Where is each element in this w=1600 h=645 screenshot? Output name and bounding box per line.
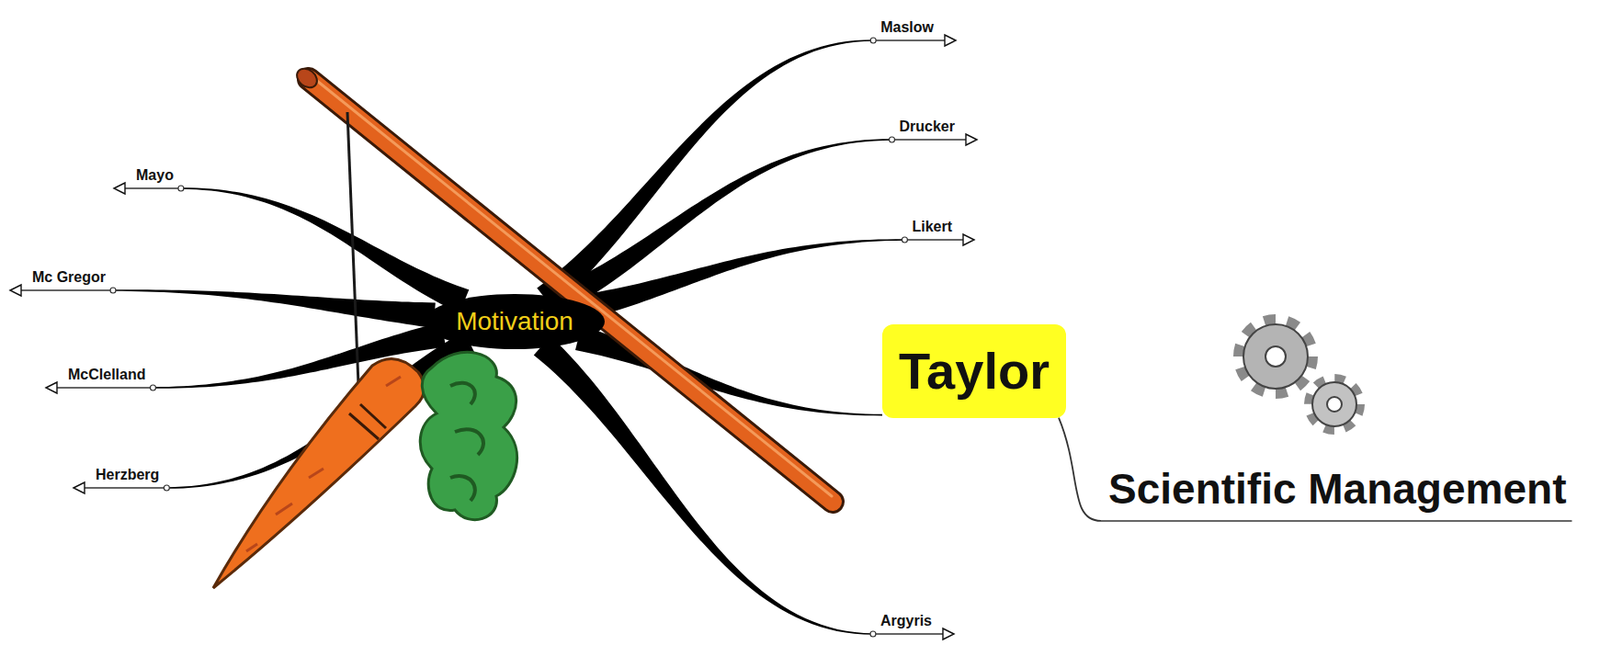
topic-label: McClelland bbox=[68, 365, 146, 384]
stick-illustration bbox=[293, 64, 833, 502]
branch-connector bbox=[1058, 418, 1572, 522]
underline bbox=[21, 289, 114, 292]
leaf-cluster bbox=[419, 351, 517, 520]
underline bbox=[1100, 520, 1572, 522]
junction-dot bbox=[901, 237, 908, 243]
branch-topic: McClelland bbox=[45, 365, 153, 388]
branch-connector bbox=[553, 134, 977, 312]
tapered-branch bbox=[580, 238, 906, 320]
gear-icon bbox=[1238, 319, 1361, 431]
branch-connector bbox=[10, 284, 436, 329]
arrow-head bbox=[942, 628, 954, 640]
carrot-illustration bbox=[213, 358, 425, 589]
branch-connector bbox=[73, 331, 476, 494]
gear-teeth bbox=[1308, 378, 1361, 431]
underline bbox=[904, 238, 964, 241]
junction-dot bbox=[889, 136, 896, 143]
gear-hole bbox=[1265, 346, 1286, 367]
carrot-stripes bbox=[246, 376, 401, 552]
underline bbox=[124, 187, 182, 190]
underline bbox=[56, 386, 153, 389]
topic-label: Argyris bbox=[880, 612, 932, 630]
branch-connector bbox=[580, 234, 976, 320]
branch-topic: Maslow bbox=[873, 18, 956, 41]
highlighted-topic: Taylor bbox=[882, 324, 1067, 419]
leaf-veins bbox=[450, 383, 484, 501]
stick-body bbox=[308, 79, 833, 502]
underline bbox=[892, 138, 966, 141]
stick-end bbox=[293, 64, 321, 91]
central-topic: Motivation bbox=[424, 294, 605, 350]
arrow-head bbox=[10, 284, 22, 296]
topic-label: Mc Gregor bbox=[32, 268, 106, 286]
gear-hole bbox=[1327, 397, 1342, 412]
topic-label: Drucker bbox=[899, 117, 955, 136]
underline bbox=[873, 633, 943, 636]
gear-body bbox=[1312, 382, 1357, 427]
arrow-head bbox=[45, 382, 57, 394]
underline bbox=[873, 39, 945, 42]
tapered-branch bbox=[113, 289, 436, 329]
gear-body bbox=[1243, 324, 1308, 389]
topic-label: Scientific Management bbox=[1108, 465, 1566, 514]
topic-label: Likert bbox=[911, 217, 953, 236]
branch-topic: Argyris bbox=[873, 612, 954, 635]
carrot-body bbox=[213, 358, 425, 589]
carrot-tie bbox=[349, 404, 386, 440]
stick-highlight bbox=[317, 80, 832, 497]
branch-topic: Drucker bbox=[892, 117, 977, 140]
subtopic: Scientific Management bbox=[1100, 465, 1572, 522]
junction-dot bbox=[163, 485, 170, 491]
topic-label: Taylor bbox=[896, 342, 1052, 400]
branch-topic: Mc Gregor bbox=[10, 268, 114, 291]
arrow-head bbox=[73, 482, 85, 494]
topic-label: Maslow bbox=[880, 18, 934, 36]
branch-topic: Likert bbox=[904, 217, 975, 240]
arrow-head bbox=[963, 234, 975, 246]
stick-outline bbox=[308, 79, 833, 502]
carrot-greens bbox=[419, 351, 517, 520]
tapered-branch bbox=[553, 138, 892, 312]
topic-label: Herzberg bbox=[95, 465, 159, 484]
branch-connector bbox=[113, 182, 469, 314]
gear-teeth bbox=[1238, 319, 1313, 394]
arrow-head bbox=[965, 134, 977, 146]
arrow-head bbox=[113, 182, 125, 194]
underline bbox=[84, 487, 167, 489]
branch-topic: Mayo bbox=[113, 166, 182, 189]
junction-dot bbox=[870, 37, 876, 44]
junction-dot bbox=[110, 287, 116, 294]
arrow-head bbox=[944, 34, 956, 46]
junction-dot bbox=[178, 185, 184, 192]
junction-dot bbox=[149, 385, 156, 391]
thin-branch bbox=[1058, 418, 1101, 522]
topic-label: Motivation bbox=[455, 306, 574, 337]
branch-topic: Herzberg bbox=[73, 465, 167, 488]
topic-label: Mayo bbox=[136, 166, 174, 184]
junction-dot bbox=[870, 631, 876, 637]
